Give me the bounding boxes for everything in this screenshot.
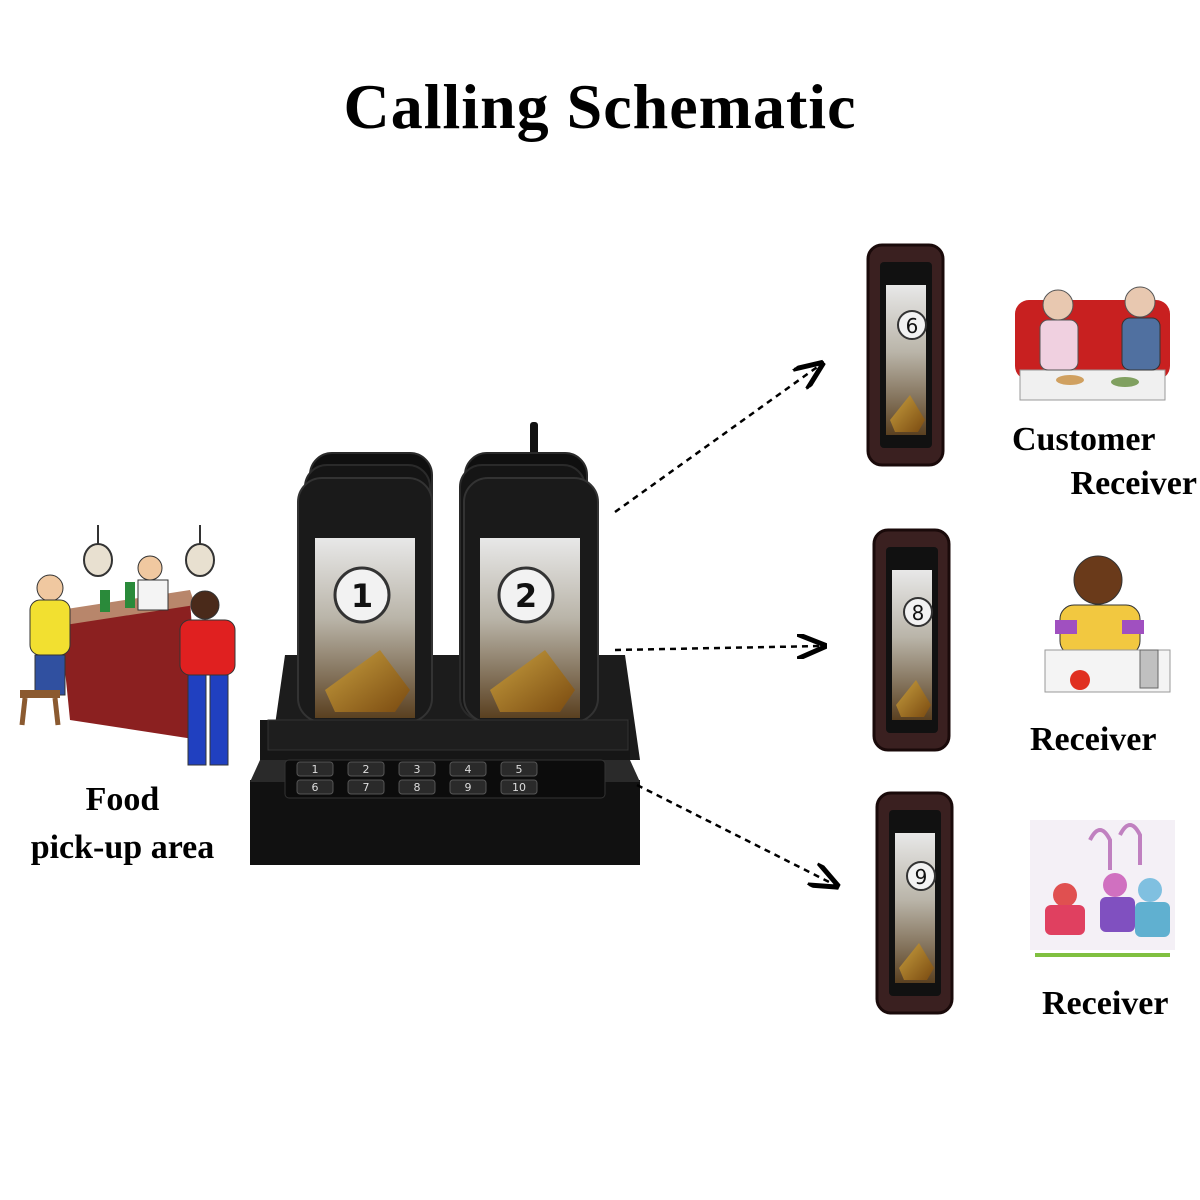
pager-9: [875, 791, 954, 1015]
pager-8: [872, 528, 951, 752]
receiver-label-bottom: Receiver: [1042, 982, 1168, 1026]
charging-base: [250, 422, 640, 865]
customer-label-line2: Receiver: [1070, 465, 1197, 503]
pager-6: [866, 243, 945, 467]
keypad-key-label: 8: [414, 781, 421, 794]
arrow-to-pager-6: [614, 365, 820, 514]
receiver-middle-text: Receiver: [1030, 721, 1157, 758]
base-pager-number-2: 2: [515, 577, 537, 615]
customer-couple-illustration: [1015, 286, 1170, 401]
keypad-key-label: 10: [512, 781, 526, 794]
pickup-area-label: Food pick-up area: [0, 778, 245, 870]
keypad-key-label: 1: [312, 763, 319, 776]
keypad-key: [296, 761, 334, 777]
keypad-key: [398, 761, 436, 777]
keypad-key-label: 6: [312, 781, 319, 794]
pickup-label-line2: pick-up area: [30, 829, 215, 867]
receiver-label-middle: Receiver: [1030, 718, 1156, 762]
pager-9-number: 9: [915, 865, 928, 889]
receiver-bottom-text: Receiver: [1042, 985, 1169, 1022]
customer-group-illustration: [1030, 820, 1175, 957]
keypad-key: [296, 779, 334, 795]
keypad-key: [347, 779, 385, 795]
keypad-key-label: 5: [516, 763, 523, 776]
keypad-key: [449, 779, 487, 795]
keypad-key-label: 3: [414, 763, 421, 776]
pager-8-number: 8: [912, 601, 925, 625]
keypad-key: [500, 779, 538, 795]
diagram-title: Calling Schematic: [343, 71, 857, 142]
keypad-key-label: 9: [465, 781, 472, 794]
keypad-key-label: 4: [465, 763, 472, 776]
keypad-key: [398, 779, 436, 795]
keypad-key-label: 2: [363, 763, 370, 776]
customer-label-line1: Customer: [1012, 421, 1156, 458]
keypad-key: [347, 761, 385, 777]
arrow-to-pager-8: [614, 646, 822, 650]
arrow-to-pager-9: [636, 783, 835, 885]
base-pager-number-1: 1: [351, 577, 373, 615]
pickup-area-illustration: [19, 525, 236, 766]
keypad-key: [449, 761, 487, 777]
keypad: 1 2 3 4 5 6 7 8 9 10: [296, 761, 538, 795]
customer-receiver-label: Customer Receiver: [1012, 418, 1197, 506]
pager-6-number: 6: [906, 314, 919, 338]
customer-dining-illustration: [1044, 555, 1171, 693]
pickup-label-line1: Food: [85, 781, 160, 818]
keypad-key: [500, 761, 538, 777]
keypad-key-label: 7: [363, 781, 370, 794]
